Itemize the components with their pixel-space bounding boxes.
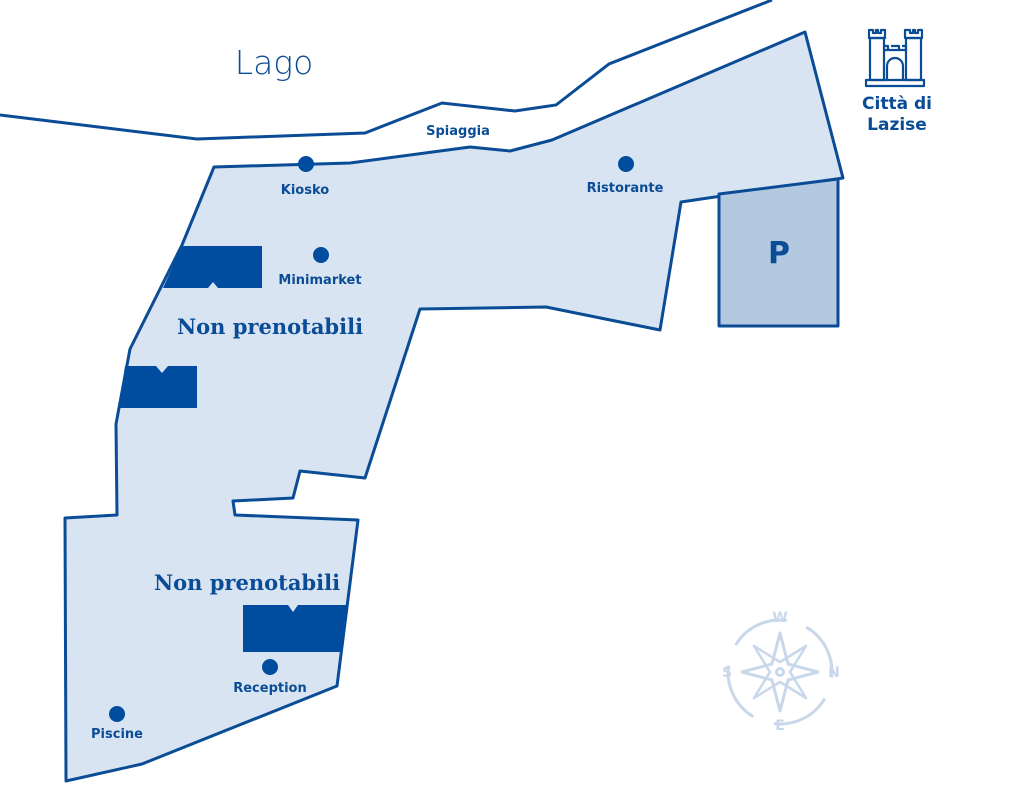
compass-right-letter: N: [828, 665, 840, 681]
campsite-area[interactable]: [63, 30, 845, 783]
lake-label: Lago: [235, 43, 314, 82]
non-bookable-label-2: Non prenotabili: [154, 570, 340, 595]
compass-rose-icon: [726, 618, 834, 726]
compass-bottom-letter: E: [775, 718, 785, 734]
point-marker-icon[interactable]: [313, 247, 329, 263]
parking-area[interactable]: [717, 177, 840, 328]
point-marker-icon[interactable]: [262, 659, 278, 675]
non-bookable-label-1: Non prenotabili: [177, 314, 363, 339]
point-marker-icon[interactable]: [618, 156, 634, 172]
castle-icon: [864, 28, 926, 88]
kiosk-label: Kiosko: [281, 183, 329, 198]
shoreline: [0, 0, 773, 141]
non-bookable-block-3: [243, 605, 348, 652]
non-bookable-block-1: [163, 246, 262, 288]
beach-label: Spiaggia: [426, 124, 490, 139]
non-bookable-block-2: [119, 366, 197, 408]
compass-left-letter: S: [722, 665, 732, 681]
compass-top-letter: W: [772, 610, 787, 626]
city-label-line1: Città di: [862, 94, 932, 114]
minimarket-label: Minimarket: [278, 273, 361, 288]
restaurant-label: Ristorante: [587, 181, 664, 196]
reception-label: Reception: [233, 681, 307, 696]
city-label-line2: Lazise: [867, 115, 927, 135]
parking-label: P: [768, 236, 790, 271]
pools-label: Piscine: [91, 727, 143, 742]
point-marker-icon[interactable]: [109, 706, 125, 722]
point-marker-icon[interactable]: [298, 156, 314, 172]
